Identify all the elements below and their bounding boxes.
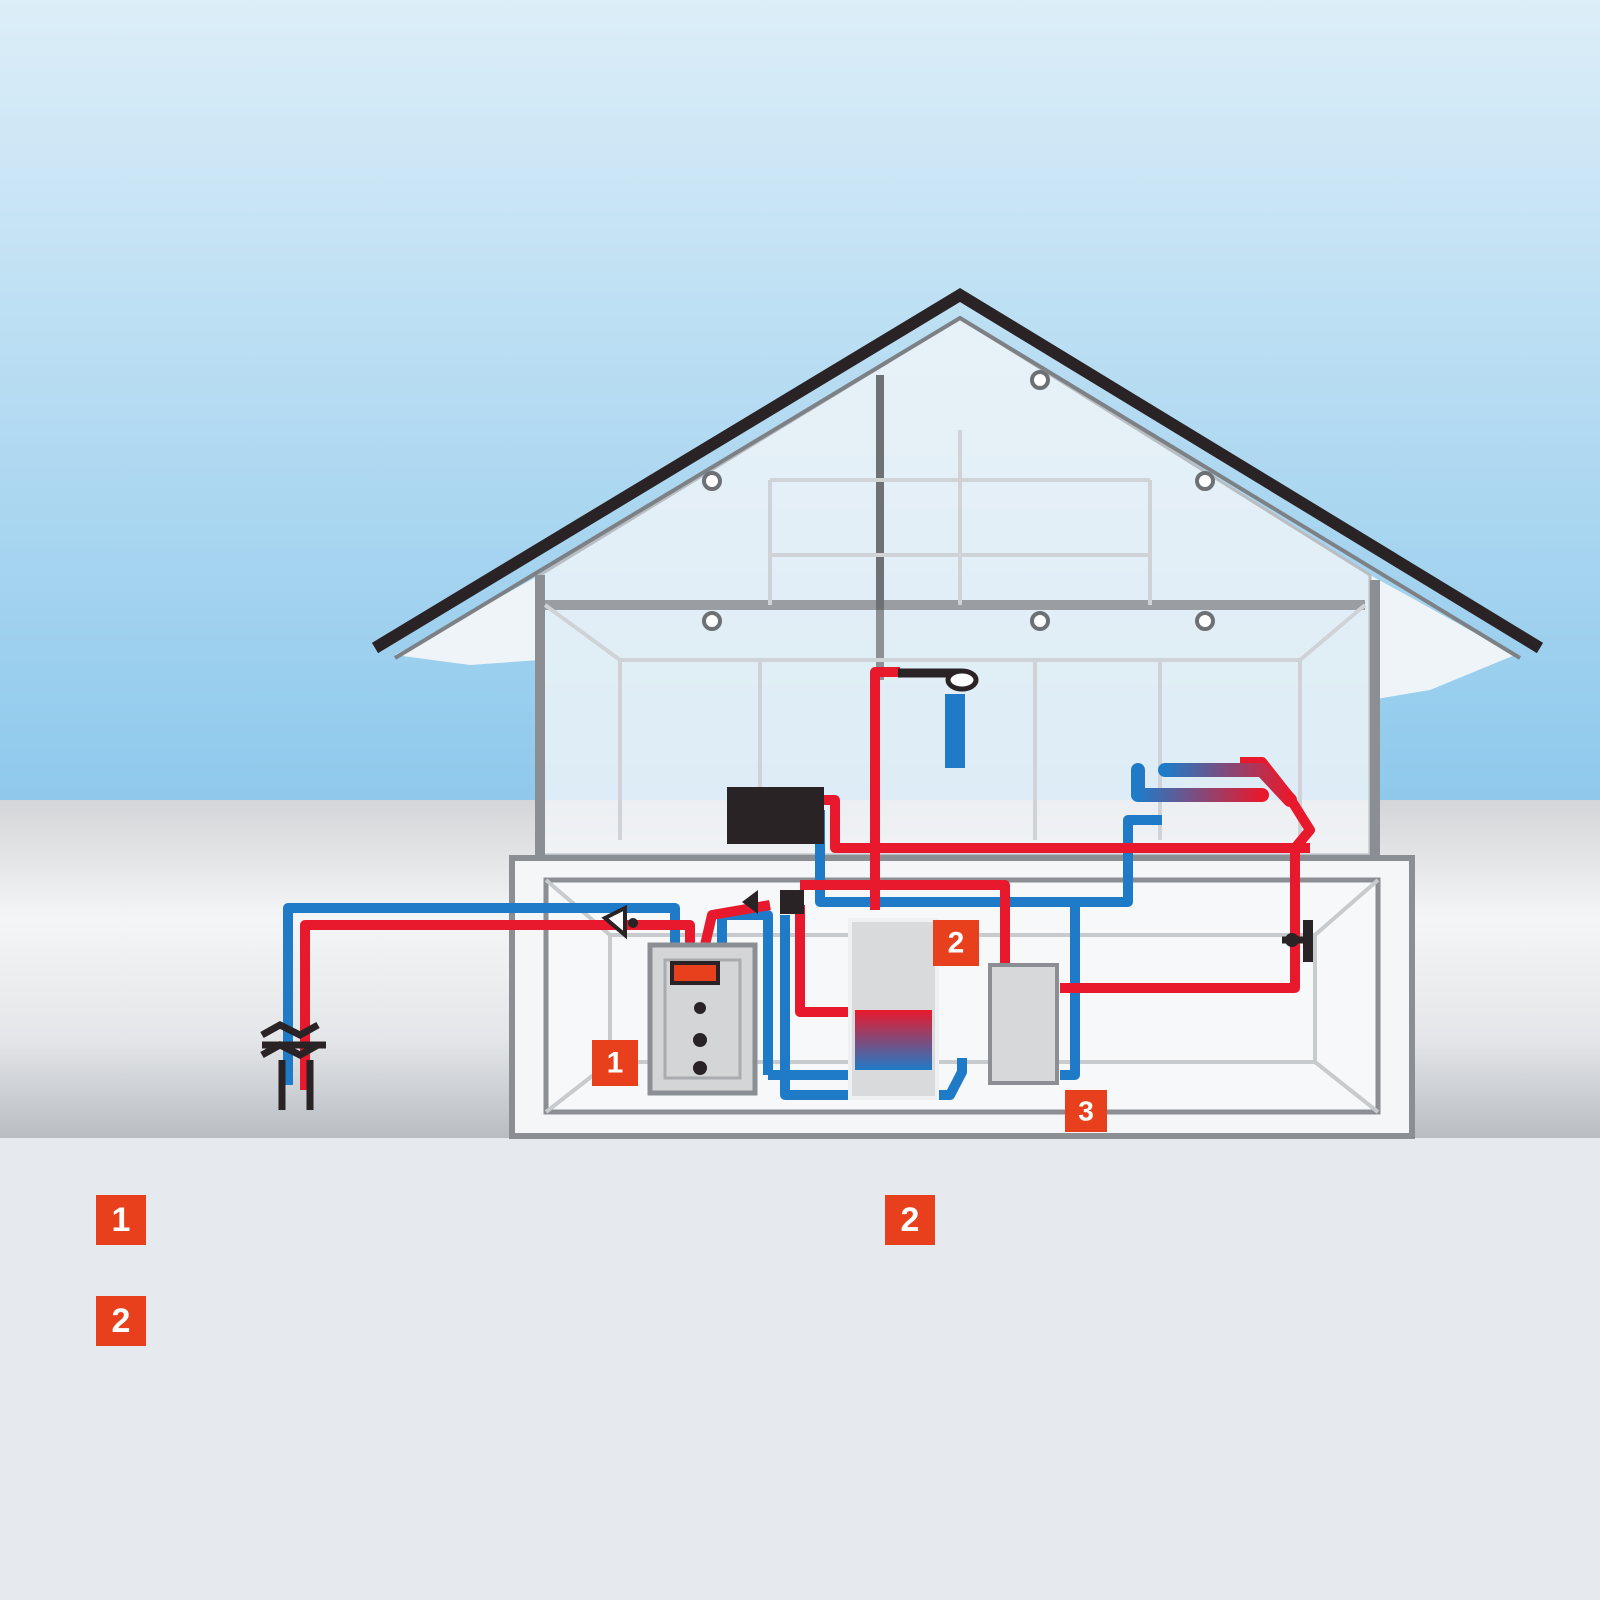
legend-badge-1: 1: [96, 1195, 146, 1245]
ground: [0, 1138, 1600, 1600]
pump-icon: [742, 890, 804, 914]
hot-water-storage-tank-icon: [848, 918, 939, 1100]
expansion-vessel-icon: [988, 963, 1059, 1085]
badge-tank-label: 2: [948, 927, 965, 960]
badge-basement-label: 3: [1078, 1096, 1094, 1127]
roof: [371, 287, 1544, 660]
valve-icon: [601, 904, 638, 940]
badge-boiler-label: 1: [607, 1047, 624, 1080]
badge-basement: 3: [1065, 1090, 1107, 1132]
house-upper-floor: [535, 316, 1380, 857]
shower-head-icon: [898, 668, 979, 768]
badge-boiler: 1: [592, 1040, 638, 1086]
legend-badge-2: 2: [885, 1195, 935, 1245]
control-panel-icon: [727, 787, 824, 844]
legend-badge-2-secondary: 2: [96, 1296, 146, 1346]
valve-icon: [1282, 920, 1313, 962]
radiator-icon: [1131, 763, 1297, 827]
badge-tank: 2: [933, 920, 979, 966]
hot-pipes: [300, 667, 1315, 1090]
boiler-unit-icon: [647, 942, 758, 1096]
valve-icon: [260, 1021, 326, 1110]
roof-eaves: [395, 575, 1515, 700]
